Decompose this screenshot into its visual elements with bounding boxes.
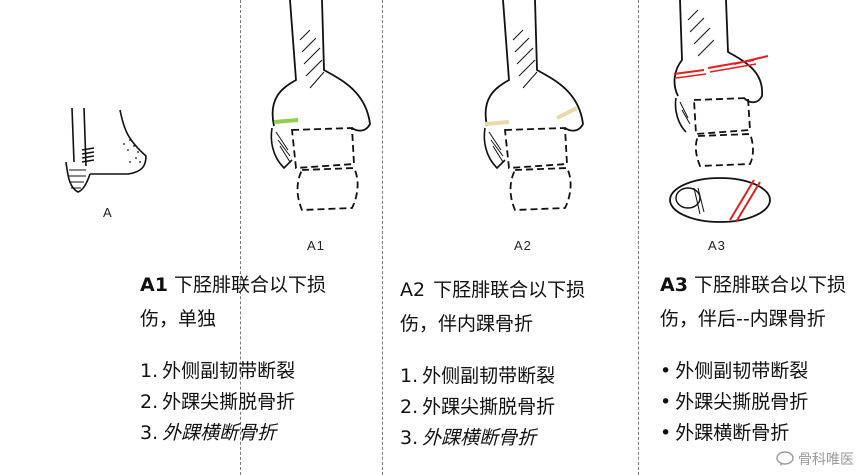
figure-label-a: A (103, 205, 113, 220)
watermark-text: 骨科唯医 (798, 452, 854, 468)
list-text: 外侧副韧带断裂 (162, 360, 296, 382)
figure-label-a1: A1 (307, 238, 325, 253)
divider-2 (382, 0, 383, 475)
column-a3-list: •外侧副韧带断裂 •外踝尖撕脱骨折 •外踝横断骨折 (660, 356, 856, 449)
list-item: •外侧副韧带断裂 (660, 356, 856, 387)
list-text: 外侧副韧带断裂 (422, 365, 556, 387)
chat-bubble-icon (776, 451, 794, 466)
list-item: 1.外侧副韧带断裂 (400, 361, 610, 392)
watermark: 骨科唯医 (776, 449, 854, 469)
list-marker: • (660, 360, 672, 382)
column-a2-list: 1.外侧副韧带断裂 2.外踝尖撕脱骨折 3.外踝横断骨折 (400, 361, 610, 454)
column-a1-list: 1.外侧副韧带断裂 2.外踝尖撕脱骨折 3.外踝横断骨折 (140, 356, 360, 449)
list-text: 外踝横断骨折 (675, 422, 790, 444)
list-item: 2.外踝尖撕脱骨折 (400, 392, 610, 423)
figure-label-a3: A3 (708, 238, 726, 253)
list-marker: • (660, 391, 672, 413)
figure-a-sketch (65, 107, 147, 193)
column-a2-code: A2 (400, 279, 426, 301)
list-item: •外踝横断骨折 (660, 418, 856, 449)
list-item: •外踝尖撕脱骨折 (660, 387, 856, 418)
figure-a3-ankle (669, 0, 771, 223)
list-marker: 3. (140, 422, 159, 444)
list-text: 外踝横断骨折 (162, 422, 277, 444)
column-a1-title-text: 下胫腓联合以下损伤，单独 (140, 274, 326, 330)
list-marker: 1. (140, 360, 159, 382)
column-a3-code: A3 (660, 274, 688, 296)
divider-3 (638, 0, 639, 475)
list-item: 2.外踝尖撕脱骨折 (140, 387, 360, 418)
list-text: 外踝横断骨折 (422, 427, 537, 449)
list-text: 外侧副韧带断裂 (675, 360, 809, 382)
list-marker: 2. (140, 391, 159, 413)
figure-a1-ankle (270, 0, 371, 211)
list-text: 外踝尖撕脱骨折 (162, 391, 296, 413)
list-text: 外踝尖撕脱骨折 (675, 391, 809, 413)
list-item: 1.外侧副韧带断裂 (140, 356, 360, 387)
column-a1-code: A1 (140, 274, 168, 296)
list-marker: 2. (400, 396, 419, 418)
list-marker: • (660, 422, 672, 444)
figure-label-a2: A2 (514, 238, 532, 253)
column-a2-title-text: 下胫腓联合以下损伤，伴内踝骨折 (400, 279, 586, 335)
column-a3-title-text: 下胫腓联合以下损伤，伴后--内踝骨折 (660, 274, 846, 330)
list-marker: 3. (400, 427, 419, 449)
figure-a2-ankle (483, 0, 584, 211)
list-item: 3.外踝横断骨折 (400, 423, 610, 454)
list-item: 3.外踝横断骨折 (140, 418, 360, 449)
list-marker: 1. (400, 365, 419, 387)
list-text: 外踝尖撕脱骨折 (422, 396, 556, 418)
divider-1 (240, 0, 241, 475)
